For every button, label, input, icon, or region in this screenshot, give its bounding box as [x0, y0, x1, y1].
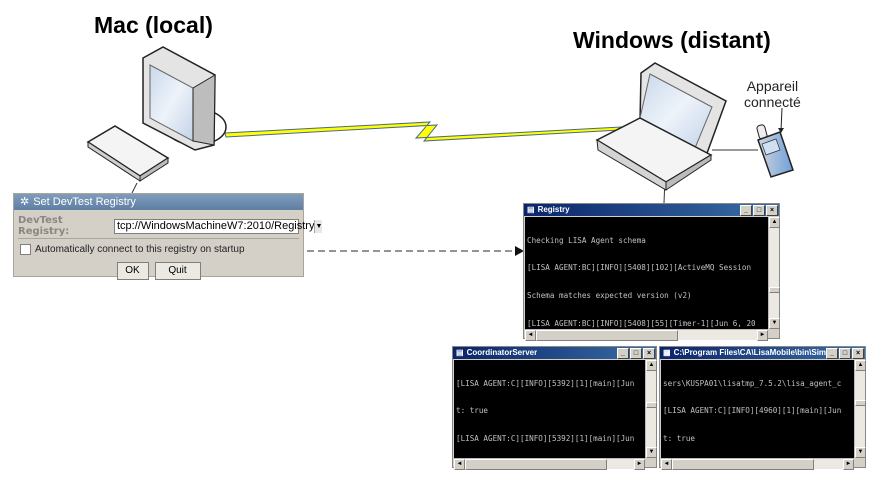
maximize-button[interactable]: □ — [630, 347, 642, 359]
mobile-phone-icon — [756, 107, 794, 178]
desktop-computer-icon — [86, 46, 227, 182]
divider — [18, 238, 299, 239]
scroll-thumb[interactable] — [855, 400, 866, 406]
gear-icon: ✲ — [20, 196, 30, 208]
local-machine-title: Mac (local) — [94, 12, 213, 38]
connection-arrow — [307, 246, 524, 256]
dialog-title: Set DevTest Registry — [33, 196, 136, 208]
scroll-right-arrow[interactable]: ► — [757, 330, 768, 341]
console-line: Checking LISA Agent schema — [527, 235, 646, 245]
console-icon: ▤ — [456, 348, 464, 357]
scroll-left-arrow[interactable]: ◄ — [525, 330, 536, 341]
console-line: [LISA AGENT:BC][INFO][5408][102][ActiveM… — [527, 263, 752, 273]
scroll-up-arrow[interactable]: ▲ — [855, 360, 866, 371]
dialog-titlebar: ✲ Set DevTest Registry — [14, 194, 303, 210]
horizontal-scrollbar[interactable]: ◄ ► — [525, 329, 768, 341]
scroll-up-arrow[interactable]: ▲ — [769, 217, 780, 228]
vertical-scrollbar[interactable]: ▲ ▼ — [645, 360, 657, 458]
console-icon: ▤ — [527, 205, 535, 214]
scroll-thumb[interactable] — [465, 459, 607, 470]
scroll-down-arrow[interactable]: ▼ — [646, 447, 657, 458]
remote-machine-title: Windows (distant) — [573, 27, 771, 53]
device-label-line2: connecté — [744, 94, 801, 110]
window-title: C:\Program Files\CA\LisaMobile\bin\Simul… — [673, 348, 826, 357]
registry-label: DevTest Registry: — [18, 215, 70, 237]
minimize-button[interactable]: _ — [740, 204, 752, 216]
scroll-down-arrow[interactable]: ▼ — [769, 318, 780, 329]
scroll-left-arrow[interactable]: ◄ — [454, 459, 465, 470]
console-line: [LISA AGENT:BC][INFO][5408][55][Timer-1]… — [527, 319, 756, 329]
window-titlebar: ▤Registry _ □ × — [524, 204, 779, 216]
horizontal-scrollbar[interactable]: ◄ ► — [661, 458, 854, 470]
maximize-button[interactable]: □ — [839, 347, 851, 359]
registry-input[interactable]: tcp://WindowsMachineW7:2010/Registry — [117, 219, 315, 232]
horizontal-scrollbar[interactable]: ◄ ► — [454, 458, 645, 470]
scroll-left-arrow[interactable]: ◄ — [661, 459, 672, 470]
console-line: t: true — [456, 406, 489, 416]
console-line: t: true — [663, 434, 696, 444]
ok-button[interactable]: OK — [116, 262, 149, 280]
console-line: Schema matches expected version (v2) — [527, 291, 692, 301]
device-label-line1: Appareil — [746, 78, 799, 94]
registry-combobox[interactable]: tcp://WindowsMachineW7:2010/Registry ▼ — [114, 218, 323, 234]
quit-button[interactable]: Quit — [154, 262, 201, 280]
auto-connect-label: Automatically connect to this registry o… — [35, 243, 245, 255]
console-output: Checking LISA Agent schema [LISA AGENT:B… — [525, 217, 769, 329]
close-button[interactable]: × — [643, 347, 655, 359]
console-output: [LISA AGENT:C][INFO][5392][1][main][Jun … — [454, 360, 646, 458]
close-button[interactable]: × — [852, 347, 864, 359]
chevron-down-icon[interactable]: ▼ — [314, 219, 323, 233]
minimize-button[interactable]: _ — [826, 347, 838, 359]
laptop-computer-icon — [595, 62, 727, 191]
scroll-right-arrow[interactable]: ► — [843, 459, 854, 470]
vertical-scrollbar[interactable]: ▲ ▼ — [768, 217, 780, 329]
minimize-button[interactable]: _ — [617, 347, 629, 359]
maximize-button[interactable]: □ — [753, 204, 765, 216]
connected-device-label: Appareil connecté — [744, 78, 801, 110]
console-line: sers\KUSPA01\lisatmp_7.5.2\lisa_agent_c — [663, 378, 842, 388]
scroll-thumb[interactable] — [672, 459, 814, 470]
scroll-right-arrow[interactable]: ► — [634, 459, 645, 470]
scroll-up-arrow[interactable]: ▲ — [646, 360, 657, 371]
simulator-console-window: ▦C:\Program Files\CA\LisaMobile\bin\Simu… — [659, 346, 866, 470]
close-button[interactable]: × — [766, 204, 778, 216]
console-line: [LISA AGENT:C][INFO][5392][1][main][Jun — [456, 378, 635, 388]
console-icon: ▦ — [663, 348, 671, 357]
auto-connect-checkbox[interactable] — [20, 243, 31, 255]
window-title: CoordinatorServer — [466, 348, 538, 357]
vertical-scrollbar[interactable]: ▲ ▼ — [854, 360, 866, 458]
set-registry-dialog: ✲ Set DevTest Registry DevTest Registry:… — [13, 193, 323, 280]
scroll-thumb[interactable] — [769, 287, 780, 293]
window-title: Registry — [537, 205, 570, 214]
registry-console-window: ▤Registry _ □ × Checking LISA Agent sche… — [523, 203, 780, 341]
scroll-thumb[interactable] — [646, 402, 657, 408]
coordinator-console-window: ▤CoordinatorServer _ □ × [LISA AGENT:C][… — [452, 346, 657, 470]
scroll-thumb[interactable] — [536, 330, 678, 341]
console-output: sers\KUSPA01\lisatmp_7.5.2\lisa_agent_c … — [661, 360, 855, 458]
window-titlebar: ▦C:\Program Files\CA\LisaMobile\bin\Simu… — [660, 347, 865, 359]
window-titlebar: ▤CoordinatorServer _ □ × — [453, 347, 656, 359]
wireless-link — [224, 121, 622, 142]
scroll-down-arrow[interactable]: ▼ — [855, 447, 866, 458]
console-line: [LISA AGENT:C][INFO][5392][1][main][Jun — [456, 434, 635, 444]
console-line: [LISA AGENT:C][INFO][4960][1][main][Jun — [663, 406, 842, 416]
